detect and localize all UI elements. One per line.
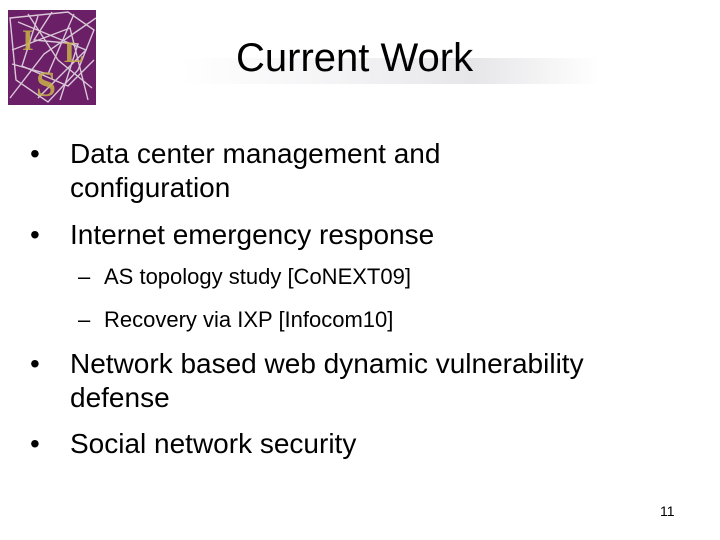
- bullet-text-line: Internet emergency response: [70, 219, 435, 250]
- sub-bullet-dash: –: [78, 264, 91, 289]
- bullet-dot: •: [30, 219, 40, 250]
- svg-text:S: S: [36, 64, 56, 104]
- sub-bullet-text: Recovery via IXP [Infocom10]: [104, 307, 394, 332]
- sub-bullet-dash: –: [78, 307, 91, 332]
- svg-text:I: I: [22, 24, 34, 57]
- logo-graphic: I S L: [8, 10, 97, 105]
- page-number: 11: [660, 503, 675, 519]
- title-shadow: [180, 58, 600, 84]
- bullet-dot: •: [30, 428, 40, 459]
- bullet-text-line: Data center management and: [70, 138, 441, 169]
- bullet-dot: •: [30, 138, 40, 169]
- svg-text:L: L: [64, 36, 84, 69]
- bullet-text-line: Network based web dynamic vulnerability: [70, 348, 584, 379]
- sub-bullet-text: AS topology study [CoNEXT09]: [104, 264, 411, 289]
- bullet-text-line: defense: [70, 382, 170, 413]
- bullet-text-line: configuration: [70, 172, 231, 203]
- slide-title: Current Work: [236, 36, 474, 80]
- logo: I S L: [8, 10, 97, 105]
- bullet-dot: •: [30, 348, 40, 379]
- bullet-text-line: Social network security: [70, 428, 357, 459]
